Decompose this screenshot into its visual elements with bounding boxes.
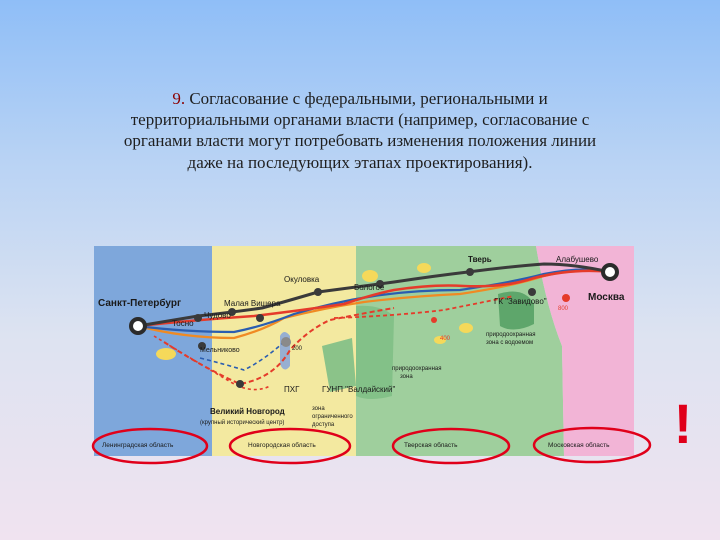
main-rail-line <box>137 262 611 328</box>
label-gk-zavidovo: ГК "Завидово" <box>494 297 547 306</box>
item-text: Согласование с федеральными, региональны… <box>123 89 597 172</box>
route-red-main <box>137 269 611 328</box>
marker-grey <box>281 337 291 347</box>
station-okulovka <box>314 288 322 296</box>
moscow-region-area <box>536 246 634 456</box>
label-veliky-novgorod: Великий Новгород <box>210 407 285 416</box>
protected-zone-novgorod <box>356 305 394 399</box>
lake-blob-1 <box>156 348 176 360</box>
label-moscow: Москва <box>588 292 625 303</box>
label-bologoe: Бологое <box>354 283 385 292</box>
label-veliky-novgorod-note: (крупный исторический центр) <box>200 419 284 426</box>
station-malaya-vishera <box>256 314 264 322</box>
label-route-800: 800 <box>558 306 569 312</box>
label-tosno: Тосно <box>172 319 194 328</box>
station-chudovo <box>228 308 236 316</box>
region-label-novgorod: Новгородская область <box>248 441 316 449</box>
label-route-400: 400 <box>440 336 451 342</box>
label-route-200: 200 <box>292 346 303 352</box>
lake-blob-5 <box>459 323 473 333</box>
terminal-spb <box>129 317 147 335</box>
label-protect-zone-water-1: природоохранная <box>486 332 535 338</box>
station-novgorod <box>236 380 244 388</box>
region-label-leningrad: Ленинградская область <box>102 441 174 449</box>
label-lyubytino: Мельниково <box>200 347 240 354</box>
gunp-valdai-area <box>322 338 356 392</box>
label-pkhg: ПХГ <box>284 385 300 394</box>
label-zone-restricted-2: ограниченного <box>312 414 353 420</box>
label-protect-zone-2: зона <box>400 374 413 380</box>
exclamation-mark: ! <box>673 392 693 455</box>
label-zone-restricted-3: доступа <box>312 422 335 428</box>
slide-text: 9. Согласование с федеральными, регионал… <box>120 88 600 173</box>
terminal-moscow <box>601 263 619 281</box>
station-tosno <box>194 314 202 322</box>
route-blue-south <box>199 341 285 371</box>
region-label-tver: Тверская область <box>404 441 458 449</box>
station-bologoe <box>376 280 384 288</box>
protected-zone-water <box>498 291 534 330</box>
label-gunp: ГУНП "Валдайский" <box>322 385 395 394</box>
marker-red-1 <box>562 294 570 302</box>
region-label-moscow: Московская область <box>548 441 610 449</box>
item-number: 9. <box>172 89 186 108</box>
leningrad-region-area <box>94 246 214 456</box>
label-tver: Тверь <box>468 255 492 264</box>
label-spb: Санкт-Петербург <box>98 297 181 309</box>
label-okulovka: Окуловка <box>284 275 320 284</box>
lake-blob-2 <box>362 270 378 282</box>
label-malaya-vishera: Малая Вишера <box>224 299 281 308</box>
label-alabushevo: Алабушево <box>556 255 599 264</box>
label-protect-zone-1: природоохранная <box>392 366 441 372</box>
lake-blob-4 <box>434 336 446 344</box>
label-protect-zone-water-2: зона с водоемом <box>486 340 533 346</box>
lake-blob-3 <box>417 263 431 273</box>
label-zone-restricted-1: зона <box>312 406 325 412</box>
route-map: Санкт-Петербург Москва Тосно Чудово Мала… <box>94 246 634 456</box>
route-red-east <box>333 295 515 319</box>
station-zavidovo <box>528 288 536 296</box>
station-lyubytino <box>198 342 206 350</box>
label-chudovo: Чудово <box>204 311 231 320</box>
marker-red-2 <box>431 317 437 323</box>
route-red-south <box>163 307 395 386</box>
station-tver <box>466 268 474 276</box>
